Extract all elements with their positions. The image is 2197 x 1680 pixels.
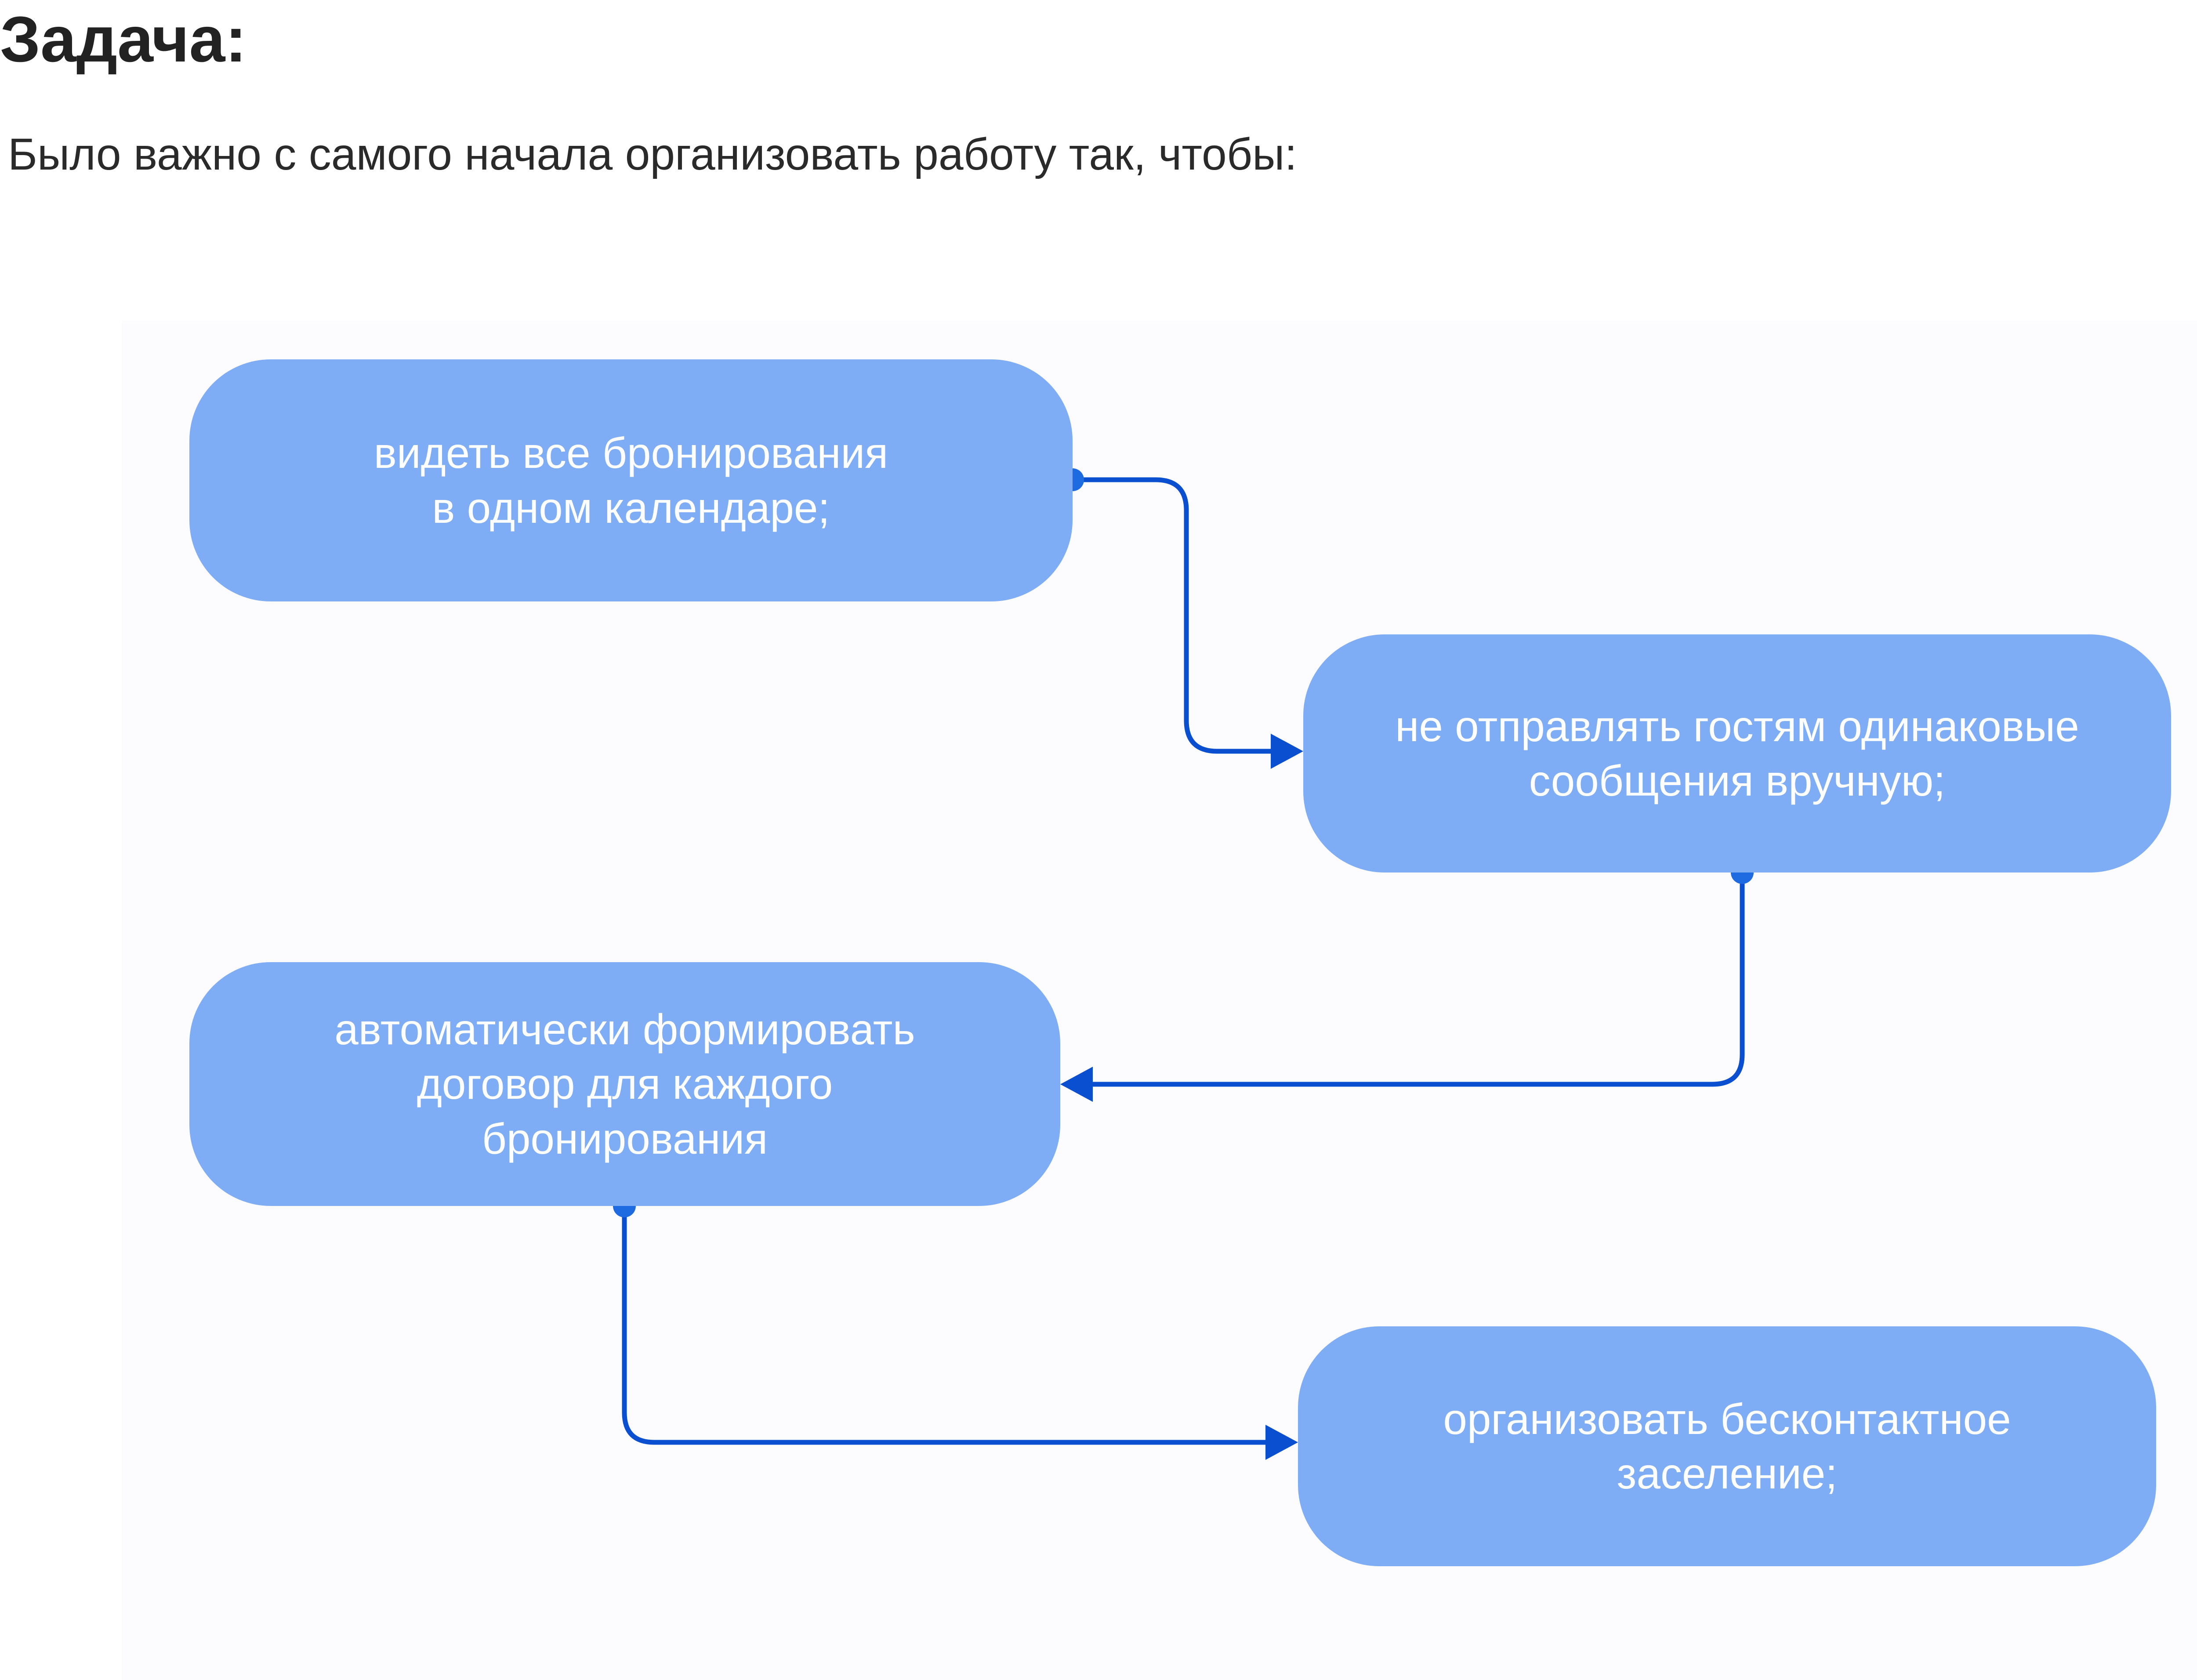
step-box-messages: не отправлять гостям одинаковые сообщени…: [1303, 634, 2171, 873]
step-label: организовать бесконтактное заселение;: [1443, 1394, 2011, 1498]
arrow-head-icon: [1271, 734, 1303, 769]
step-label: автоматически формировать договор для ка…: [334, 1005, 915, 1163]
step-box-contract: автоматически формировать договор для ка…: [189, 962, 1060, 1206]
connector-step1-to-step2: [1061, 468, 1303, 769]
step-box-checkin: организовать бесконтактное заселение;: [1298, 1326, 2156, 1566]
arrow-head-icon: [1060, 1067, 1093, 1102]
arrow-head-icon: [1265, 1425, 1298, 1460]
connector-step2-to-step3: [1060, 861, 1754, 1102]
intro-text: Было важно с самого начала организовать …: [8, 129, 1297, 179]
page-title: Задача:: [0, 4, 247, 76]
step-label: видеть все бронирования в одном календар…: [373, 429, 888, 532]
connector-step3-to-step4: [613, 1195, 1298, 1460]
step-box-calendar: видеть все бронирования в одном календар…: [189, 359, 1073, 601]
step-label: не отправлять гостям одинаковые сообщени…: [1395, 702, 2079, 805]
